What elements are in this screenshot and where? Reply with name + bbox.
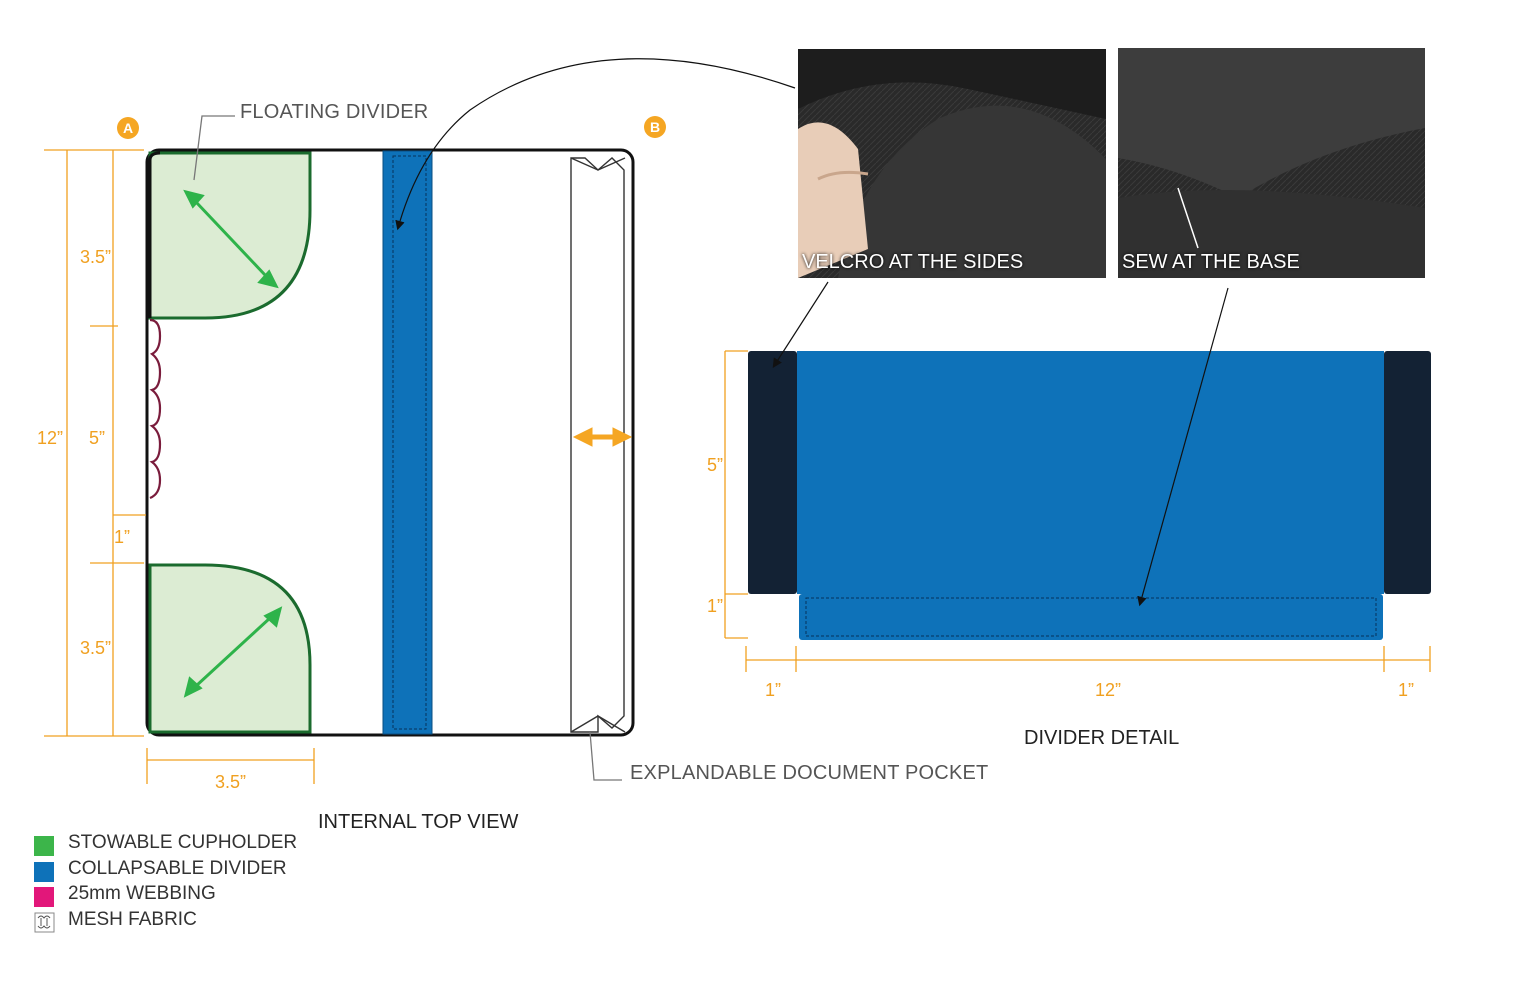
blue-swatch <box>34 861 54 882</box>
sew-photo-image <box>1118 48 1425 278</box>
dim-divider-base: 1” <box>707 596 724 616</box>
legend-label: MESH FABRIC <box>68 908 197 930</box>
velcro-caption: VELCRO AT THE SIDES <box>802 251 1024 273</box>
pink-swatch <box>34 887 54 907</box>
document-pocket <box>570 157 625 733</box>
divider-dimensions <box>724 350 1431 672</box>
mesh-swatch-graphic <box>34 912 55 933</box>
velcro-photo-image <box>798 49 1106 278</box>
webbing-loops <box>149 318 162 500</box>
expand-arrow <box>572 427 633 447</box>
velcro-right <box>1384 351 1431 594</box>
document-pocket-label: EXPLANDABLE DOCUMENT POCKET <box>630 762 989 784</box>
dim-divider-right: 1” <box>1398 680 1415 700</box>
green-swatch <box>34 836 54 856</box>
bottom-cupholder <box>148 563 312 734</box>
dim-divider-left: 1” <box>765 680 782 700</box>
dim-cup-top: 3.5” <box>80 247 112 267</box>
dim-overall: 12” <box>37 428 64 448</box>
cupholder-arrows <box>183 189 283 698</box>
internal-top-view-title: INTERNAL TOP VIEW <box>318 811 519 833</box>
sew-caption: SEW AT THE BASE <box>1122 251 1300 273</box>
dim-cup-bottom: 3.5” <box>80 638 112 658</box>
divider-strip <box>382 150 433 735</box>
floating-divider-label: FLOATING DIVIDER <box>240 101 429 123</box>
dim-middle: 5” <box>89 428 106 448</box>
divider-base <box>799 594 1383 640</box>
top-view-dimensions <box>44 149 315 784</box>
velcro-left <box>748 351 797 594</box>
legend-label: 25mm WEBBING <box>68 883 216 904</box>
mesh-swatch <box>34 913 54 933</box>
dim-divider-height: 5” <box>707 455 724 475</box>
divider-panel <box>797 351 1384 594</box>
sew-photo: SEW AT THE BASE <box>1118 48 1425 278</box>
dim-gap: 1” <box>114 527 131 547</box>
velcro-photo: VELCRO AT THE SIDES <box>798 49 1106 278</box>
marker-b: B <box>644 116 666 138</box>
marker-a: A <box>117 117 139 139</box>
dim-width: 3.5” <box>215 772 247 792</box>
legend-label: COLLAPSABLE DIVIDER <box>68 857 287 879</box>
legend-label: STOWABLE CUPHOLDER <box>68 832 298 853</box>
divider-detail-title: DIVIDER DETAIL <box>1024 727 1180 749</box>
dim-divider-center: 12” <box>1095 680 1122 700</box>
